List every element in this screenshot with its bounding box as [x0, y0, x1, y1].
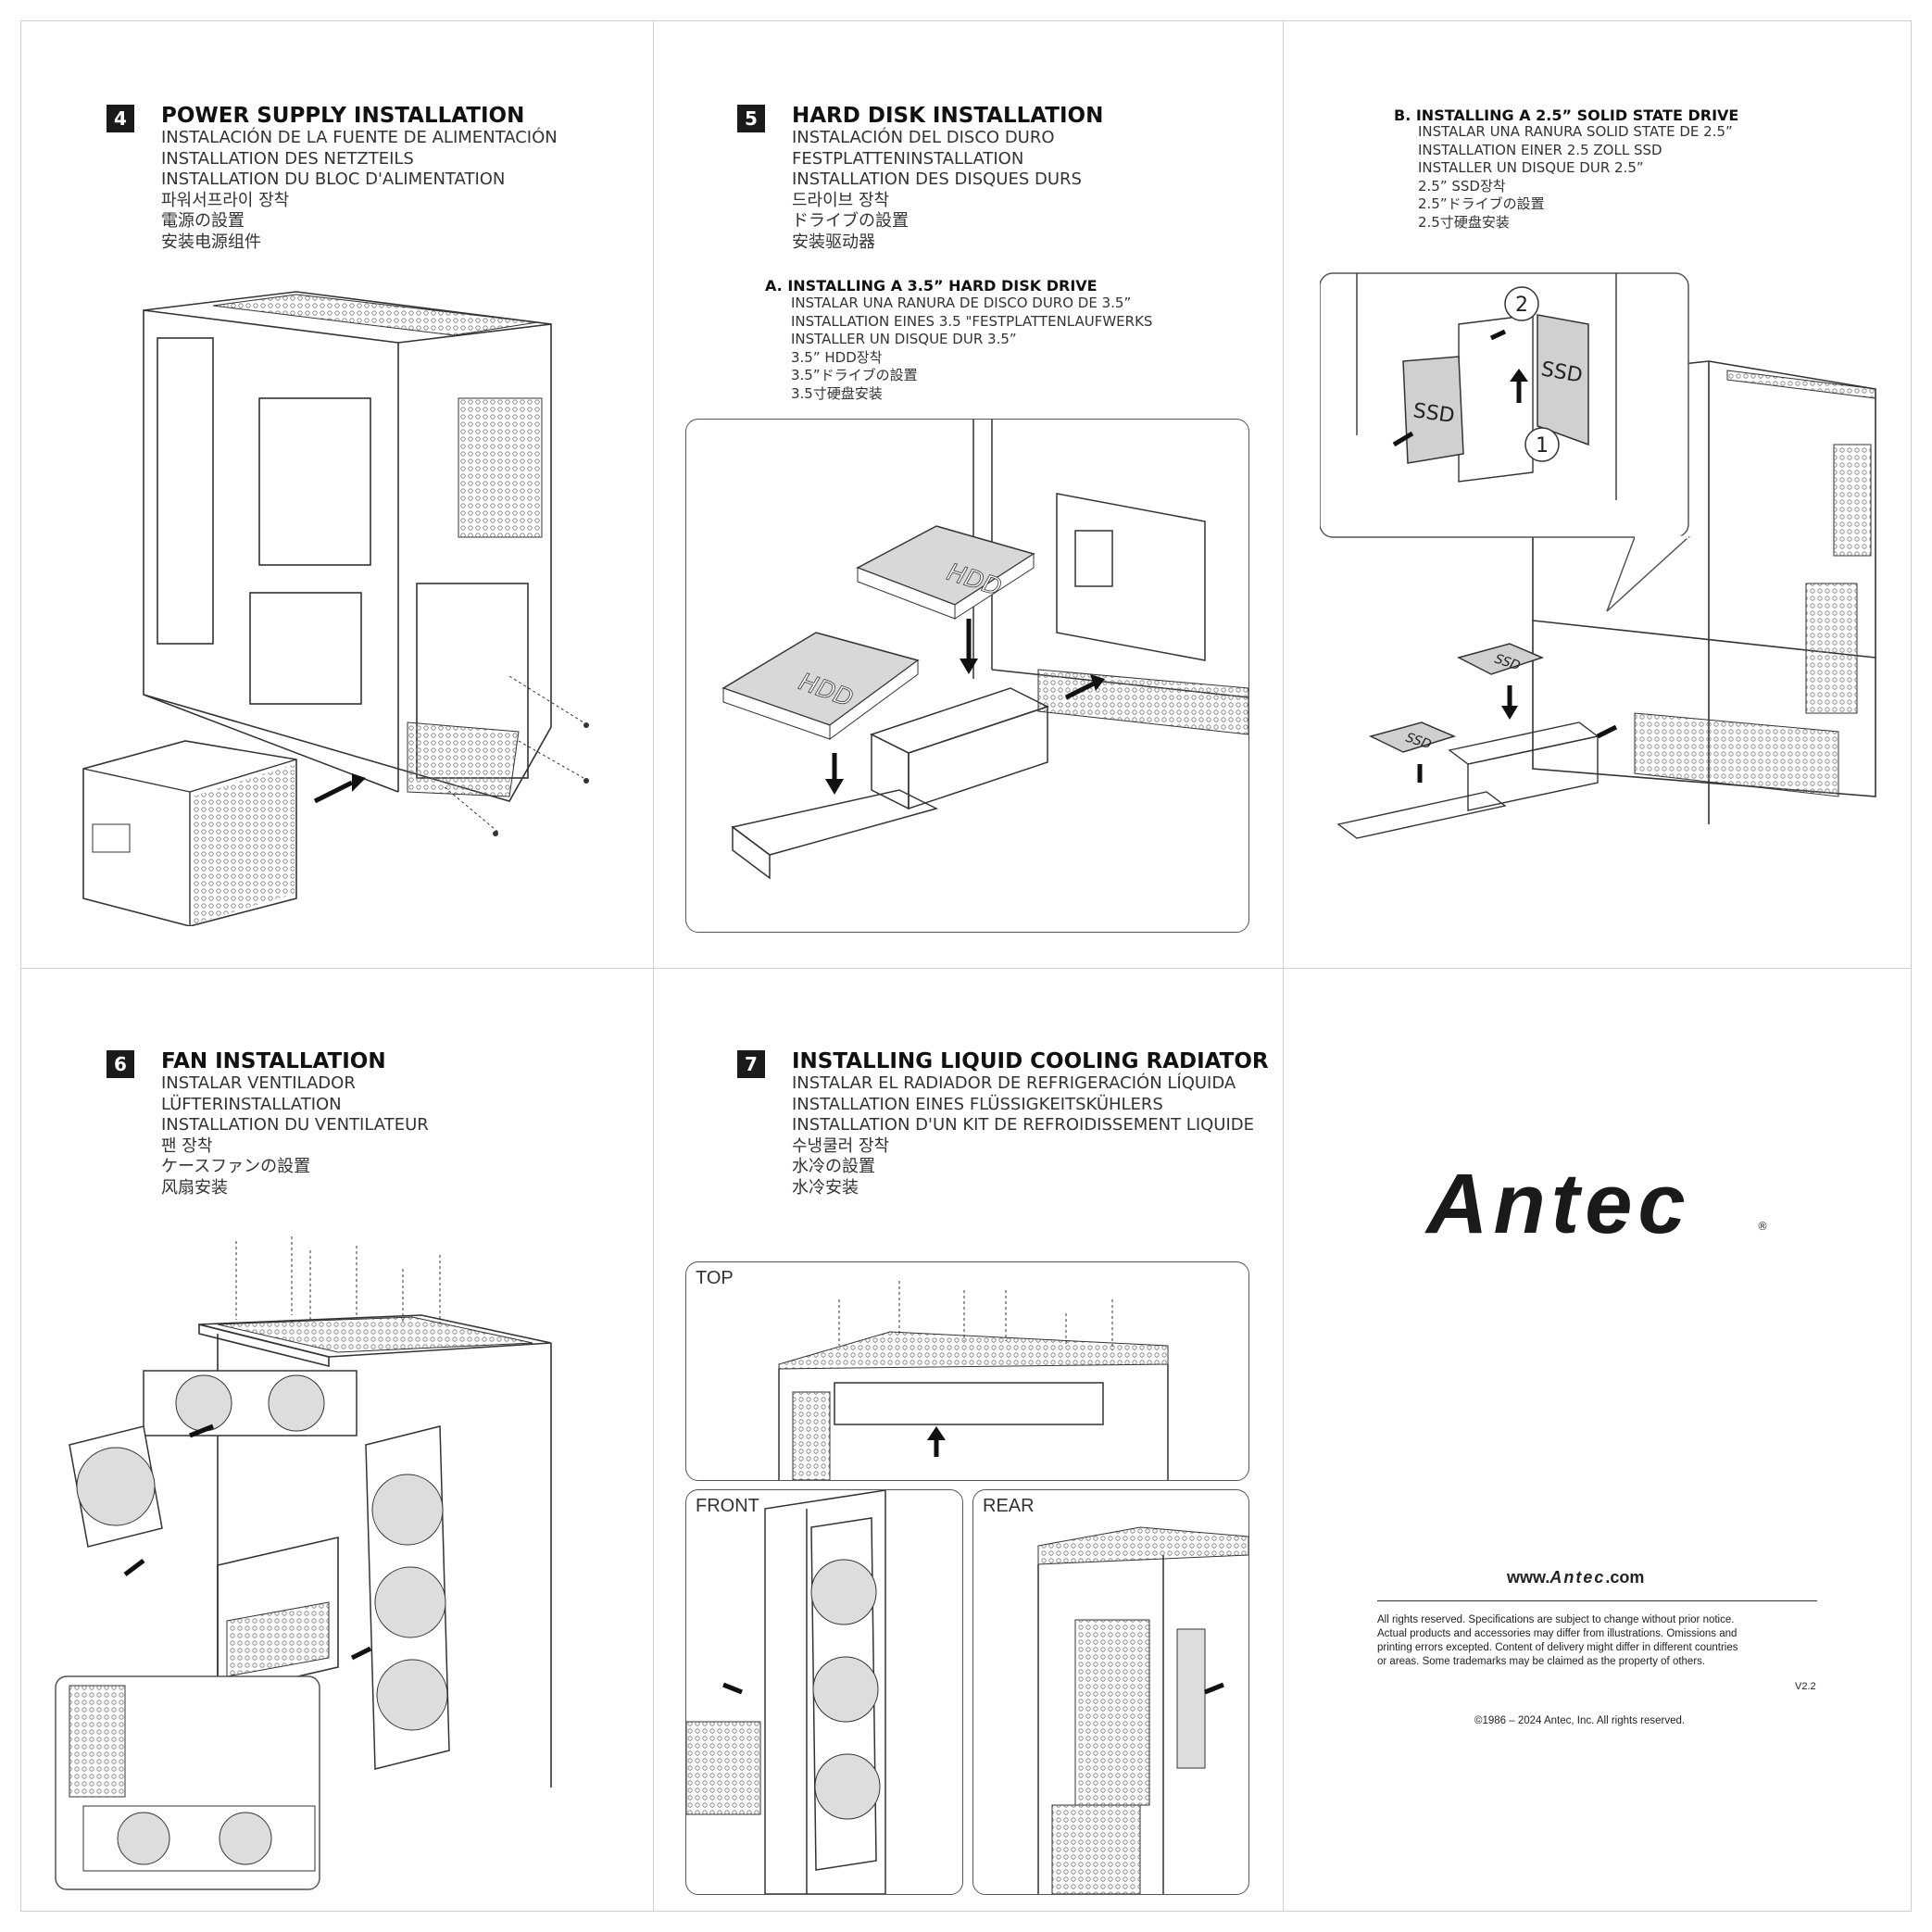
svg-text:SSD: SSD [1411, 399, 1456, 428]
panel-label-top: TOP [696, 1268, 734, 1288]
column-divider [1283, 20, 1284, 1912]
section-subtitles: INSTALACIÓN DE LA FUENTE DE ALIMENTACIÓN… [161, 128, 558, 252]
section-title: INSTALLING LIQUID COOLING RADIATOR [792, 1049, 1269, 1073]
subsection-subtitles: INSTALAR UNA RANURA SOLID STATE DE 2.5” … [1418, 123, 1733, 231]
website-link[interactable]: www.Antec.com [1507, 1568, 1645, 1587]
fan-side-single [69, 1425, 163, 1548]
hdd-installation-illustration: HDD HDD [721, 420, 1248, 880]
fan-front-triple [365, 1425, 450, 1770]
subsection-title: A. INSTALLING A 3.5” HARD DISK DRIVE [765, 277, 1098, 295]
svg-text:2: 2 [1515, 294, 1528, 317]
step-badge [1504, 286, 1539, 321]
antec-logo: Antec [1426, 1157, 1691, 1251]
radiator-top-illustration [778, 1281, 1169, 1480]
svg-text:1: 1 [1536, 434, 1549, 458]
fan-top-pair [143, 1370, 358, 1436]
step-badge [1524, 427, 1560, 462]
ssd-mid: SSD [1456, 643, 1545, 675]
section-title: FAN INSTALLATION [161, 1049, 386, 1073]
hdd-drive-lower: HDD [721, 632, 920, 740]
page-frame [20, 20, 1912, 1912]
section-subtitles: INSTALAR EL RADIADOR DE REFRIGERACIÓN LÍ… [792, 1073, 1255, 1198]
ssd-detail-callout [1320, 272, 1689, 538]
row-divider [20, 968, 1912, 969]
section-title: HARD DISK INSTALLATION [792, 104, 1104, 128]
radiator-rear-illustration [1037, 1526, 1248, 1894]
step-number: 6 [107, 1050, 134, 1078]
ssd-low: SSD [1368, 721, 1457, 753]
section-subtitles: INSTALAR VENTILADOR LÜFTERINSTALLATION I… [161, 1073, 429, 1198]
radiator-rear-panel: REAR [972, 1489, 1249, 1895]
radiator-front-illustration [686, 1490, 886, 1894]
ssd-right: SSD [1537, 314, 1589, 446]
version-label: V2.2 [1795, 1681, 1816, 1692]
ssd-installation-illustration: SSD SSD 2 1 SSD SSD [1320, 272, 1876, 839]
panel-label-rear: REAR [983, 1496, 1035, 1516]
radiator-top-panel: TOP [685, 1261, 1249, 1481]
divider [1377, 1600, 1817, 1601]
step-number: 5 [737, 105, 765, 132]
panel-label-front: FRONT [696, 1496, 759, 1516]
legal-notice: All rights reserved. Specifications are … [1377, 1614, 1738, 1667]
ssd-left: SSD [1402, 356, 1464, 464]
subsection-subtitles: INSTALAR UNA RANURA DE DISCO DURO DE 3.5… [791, 295, 1153, 402]
fan-installation-illustration [55, 1236, 552, 1890]
subsection-title: B. INSTALLING A 2.5” SOLID STATE DRIVE [1394, 107, 1739, 124]
step-number: 4 [107, 105, 134, 132]
section-subtitles: INSTALACIÓN DEL DISCO DURO FESTPLATTENIN… [792, 128, 1082, 252]
registered-mark: ® [1757, 1220, 1768, 1233]
radiator-front-panel: FRONT [685, 1489, 963, 1895]
hdd-illustration-panel: HDD HDD [685, 419, 1249, 933]
psu-unit [82, 740, 297, 926]
psu-installation-illustration [82, 291, 589, 926]
column-divider [653, 20, 654, 1912]
copyright-notice: ©1986 – 2024 Antec, Inc. All rights rese… [1474, 1715, 1686, 1726]
section-title: POWER SUPPLY INSTALLATION [161, 104, 525, 128]
hdd-drive-upper: HDD [856, 525, 1035, 620]
step-number: 7 [737, 1050, 765, 1078]
